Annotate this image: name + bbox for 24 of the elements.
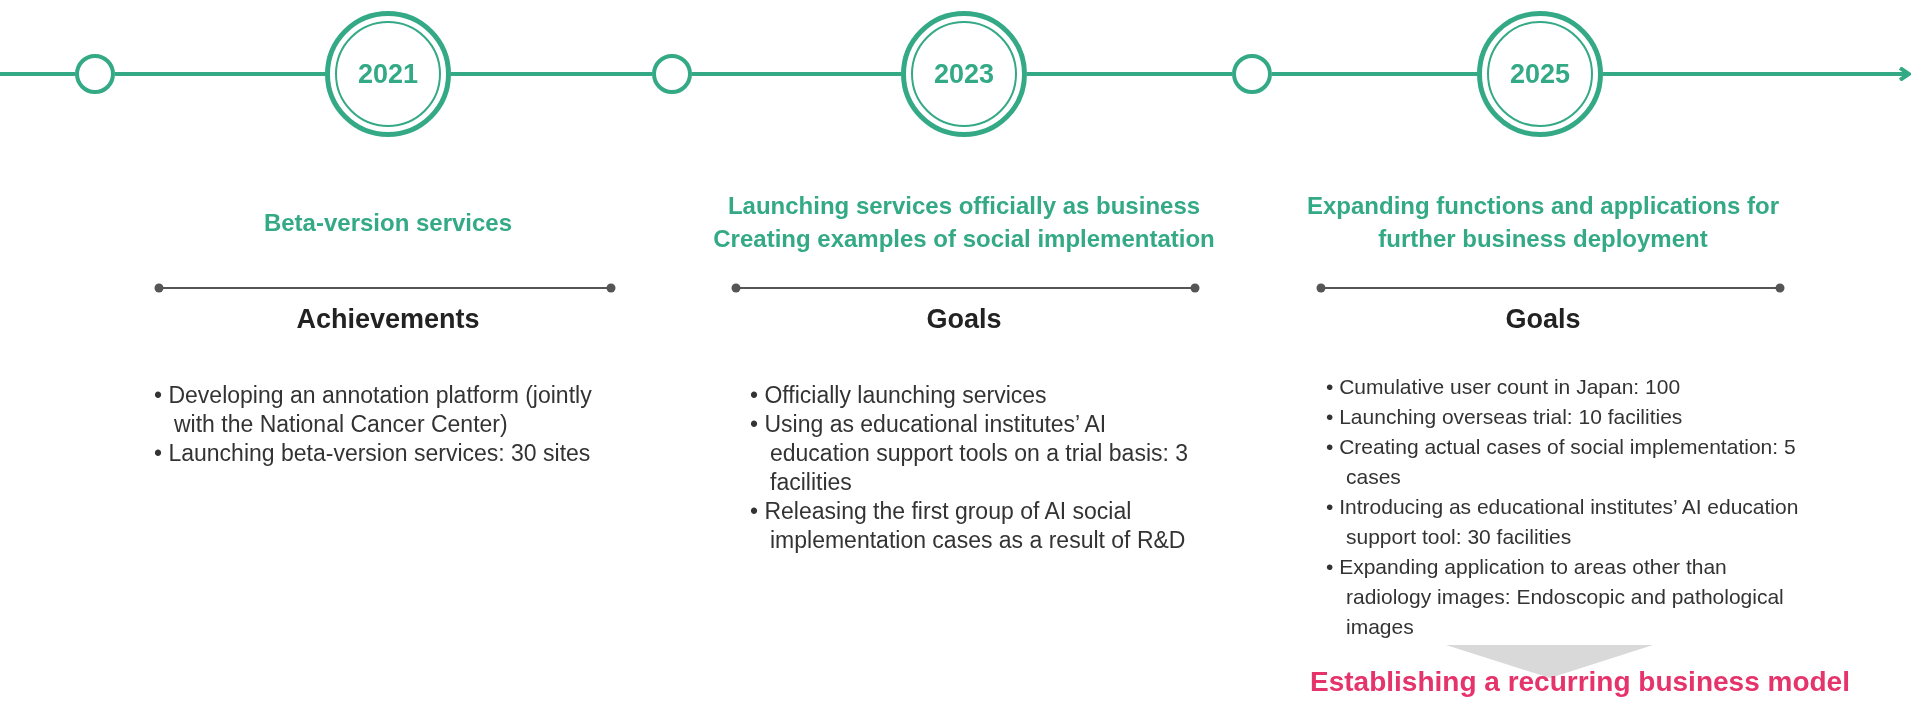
outcome-text: Establishing a recurring business model: [1309, 666, 1851, 698]
section-heading: Goals: [925, 304, 1003, 335]
phase-heading: Expanding functions and applications for further business deployment: [1306, 191, 1780, 254]
bullet-item: • Introducing as educational institutes’ AI education support tool: 30 facilities: [1326, 494, 1800, 550]
phase-heading: Beta-version services: [262, 207, 514, 238]
timeline-dot: [652, 54, 692, 94]
year-label: 2023: [933, 58, 995, 90]
bullet-item: • Cumulative user count in Japan: 100: [1326, 374, 1682, 400]
bullet-item: • Launching overseas trial: 10 facilities: [1326, 404, 1684, 430]
section-heading: Achievements: [295, 304, 481, 335]
timeline-dot: [75, 54, 115, 94]
timeline-dot: [1232, 54, 1272, 94]
bullet-item: • Creating actual cases of social implementation: 5 cases: [1326, 434, 1797, 490]
bullet-item: • Developing an annotation platform (jointly with the National Cancer Center): [154, 381, 593, 439]
bullet-item: • Officially launching services: [750, 381, 1048, 410]
bullet-item: • Releasing the first group of AI social implementation cases as a result of R&D: [750, 497, 1187, 555]
year-label: 2025: [1509, 58, 1571, 90]
timeline-arrow: [1603, 66, 1911, 82]
section-heading: Goals: [1504, 304, 1582, 335]
bullet-item: • Launching beta-version services: 30 sites: [154, 439, 592, 468]
year-label: 2021: [357, 58, 419, 90]
phase-heading: Launching services officially as business Creating examples of social implementation: [712, 191, 1216, 254]
bullet-item: • Using as educational institutes’ AI education support tools on a trial basis: 3 facilities: [750, 410, 1190, 497]
bullet-item: • Expanding application to areas other than radiology images: Endoscopic and pathological images: [1326, 554, 1785, 640]
